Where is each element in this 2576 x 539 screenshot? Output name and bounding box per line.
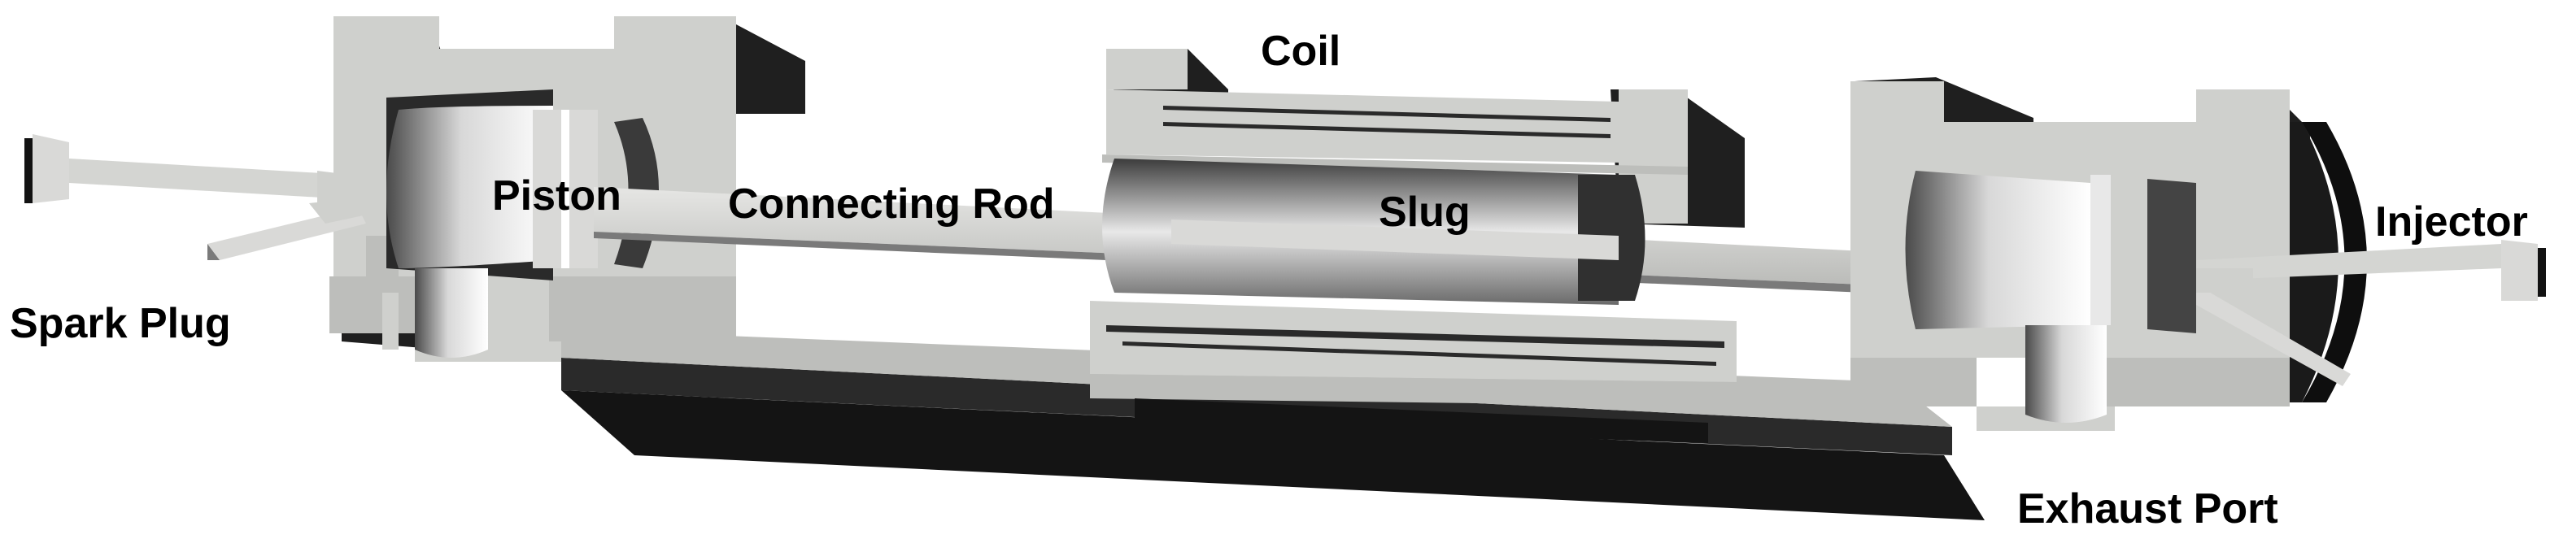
- coil-label: Coil: [1261, 28, 1340, 75]
- exhaust-port-label: Exhaust Port: [2017, 485, 2278, 532]
- injector: [2196, 240, 2546, 386]
- spark-plug-label: Spark Plug: [10, 300, 231, 347]
- right-combustion-chamber: [1905, 171, 2196, 333]
- left-end-rod: [24, 134, 382, 203]
- right-exhaust-port: [2025, 325, 2107, 423]
- left-exhaust-port: [415, 268, 488, 358]
- injector-label: Injector: [2375, 198, 2528, 246]
- coil-housing: [1090, 49, 1745, 443]
- piston-label: Piston: [492, 172, 621, 220]
- slug-label: Slug: [1379, 189, 1471, 236]
- left-combustion-chamber: [386, 89, 553, 280]
- slug: [1102, 159, 1645, 305]
- connecting-rod-label: Connecting Rod: [728, 180, 1055, 228]
